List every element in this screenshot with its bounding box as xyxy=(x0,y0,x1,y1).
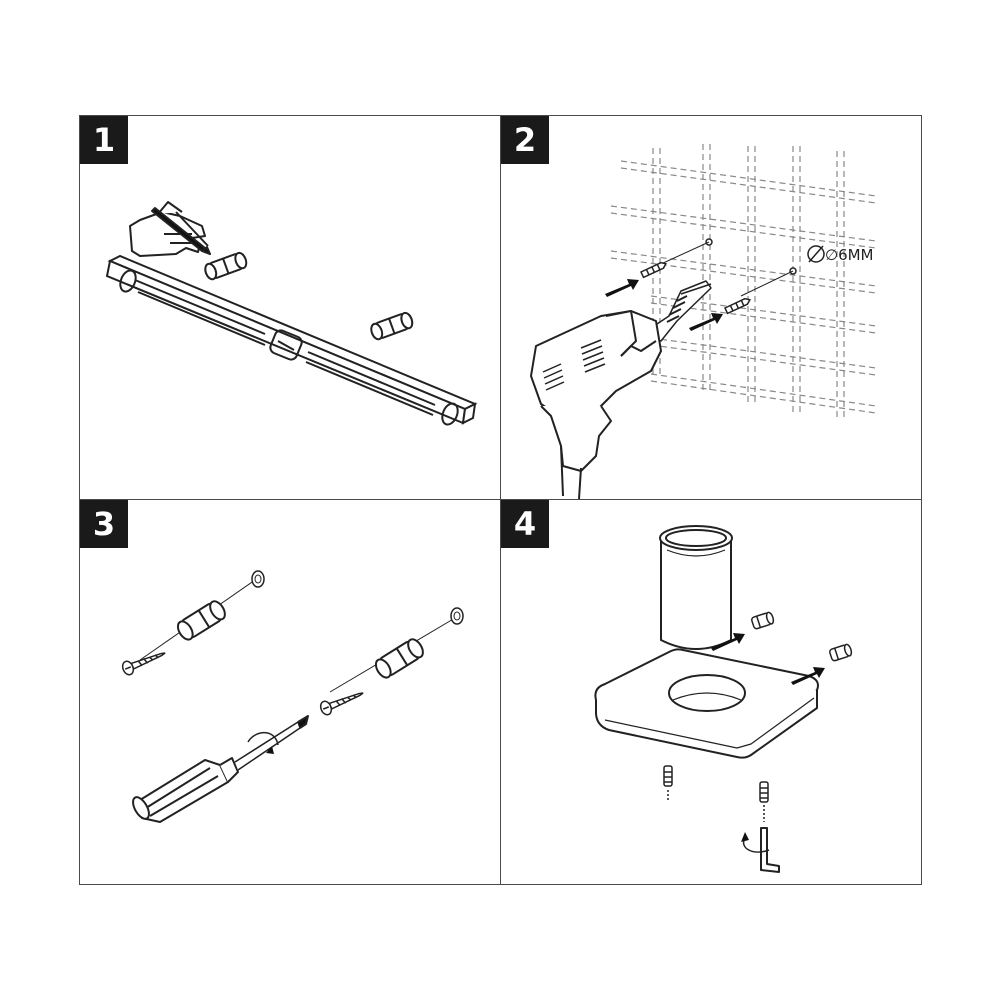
set-screw-icon xyxy=(759,781,769,822)
wall-plug-icon xyxy=(724,297,751,315)
step-2-illustration: ∅6MM xyxy=(530,144,877,499)
power-drill-icon xyxy=(530,280,712,499)
washer-icon xyxy=(251,570,265,588)
step-3-panel: 3 xyxy=(80,500,501,884)
hex-key-icon xyxy=(741,827,780,873)
arrow-icon xyxy=(711,633,825,685)
screw-icon xyxy=(121,652,166,676)
step-4-panel: 4 xyxy=(501,500,921,884)
wall-tile-grid xyxy=(610,144,877,421)
diameter-symbol-icon xyxy=(807,245,825,263)
drill-size-label: ∅6MM xyxy=(825,246,874,264)
wall-plug-icon xyxy=(640,261,667,279)
step-2-panel: 2 xyxy=(501,116,921,500)
holder-base-icon xyxy=(594,648,819,759)
step-4-illustration xyxy=(594,525,853,873)
wall-anchor-icon xyxy=(370,311,414,341)
step-1-panel: 1 xyxy=(80,116,501,500)
end-cap-icon xyxy=(829,643,853,662)
instruction-grid: 1 xyxy=(79,115,922,885)
screw-icon xyxy=(319,692,364,716)
end-cap-icon xyxy=(751,611,775,630)
wall-anchor-icon xyxy=(176,600,226,641)
arrow-icon xyxy=(605,279,723,331)
step-1-illustration xyxy=(105,201,478,426)
screwdriver-icon xyxy=(132,715,309,823)
wall-anchor-icon xyxy=(204,251,248,281)
wall-anchor-icon xyxy=(374,638,424,679)
spirit-level-icon xyxy=(105,254,478,426)
step-3-badge: 3 xyxy=(80,500,128,548)
tumbler-cup-icon xyxy=(659,525,733,650)
hand-pencil-icon xyxy=(129,201,211,257)
step-4-badge: 4 xyxy=(501,500,549,548)
set-screw-icon xyxy=(663,765,673,800)
washer-icon xyxy=(450,607,464,625)
step-2-badge: 2 xyxy=(501,116,549,164)
step-3-illustration xyxy=(121,570,464,823)
step-1-badge: 1 xyxy=(80,116,128,164)
